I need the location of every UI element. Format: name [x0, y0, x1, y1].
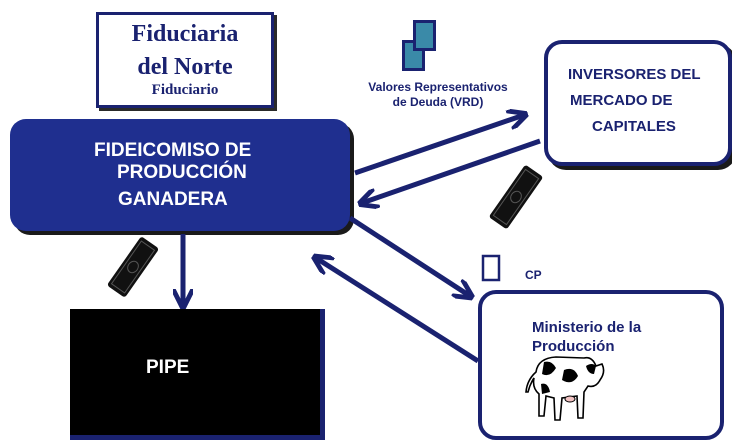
arrow-funds-to-trust	[362, 138, 541, 203]
cp-label: CP	[525, 268, 542, 282]
ministry-label-line2: Producción	[532, 338, 615, 355]
arrow-ministry-to-trust	[316, 258, 480, 364]
arrow-trust-to-ministry	[348, 215, 470, 296]
investors-label-line1: INVERSORES DEL	[568, 66, 701, 83]
money-icon-left	[107, 237, 159, 297]
securities-label: Valores Representativos de Deuda (VRD)	[340, 80, 536, 110]
investors-box: INVERSORES DEL MERCADO DE CAPITALES	[544, 40, 732, 166]
cp-document-icon	[481, 254, 501, 282]
fiduciary-name-line1: Fiduciaria	[131, 21, 239, 47]
trust-label-line1: FIDEICOMISO DE	[94, 140, 252, 161]
arrow-securities-to-investors	[354, 115, 524, 176]
fiduciary-box: Fiduciaria del Norte Fiduciario	[96, 12, 274, 108]
ministry-label-line1: Ministerio de la	[532, 319, 642, 336]
cow-icon	[525, 356, 605, 421]
fiduciary-name-line2: del Norte	[137, 54, 233, 80]
trust-label-line3: GANADERA	[118, 189, 228, 210]
securities-label-line2: de Deuda (VRD)	[392, 95, 484, 109]
investors-label-line2: MERCADO DE	[570, 92, 673, 109]
trust-box: FIDEICOMISO DE PRODUCCIÓN GANADERA	[10, 119, 350, 231]
fiduciary-role: Fiduciario	[151, 82, 219, 98]
ministry-label: Ministerio de la Producción	[532, 318, 682, 356]
pipe-box: PIPE	[70, 309, 325, 440]
trust-label-line2: PRODUCCIÓN	[117, 162, 247, 183]
pipe-label: PIPE	[146, 357, 190, 378]
investors-label-line3: CAPITALES	[592, 118, 676, 135]
document-icon	[402, 20, 436, 71]
money-icon	[489, 165, 543, 229]
securities-label-line1: Valores Representativos	[368, 80, 508, 94]
